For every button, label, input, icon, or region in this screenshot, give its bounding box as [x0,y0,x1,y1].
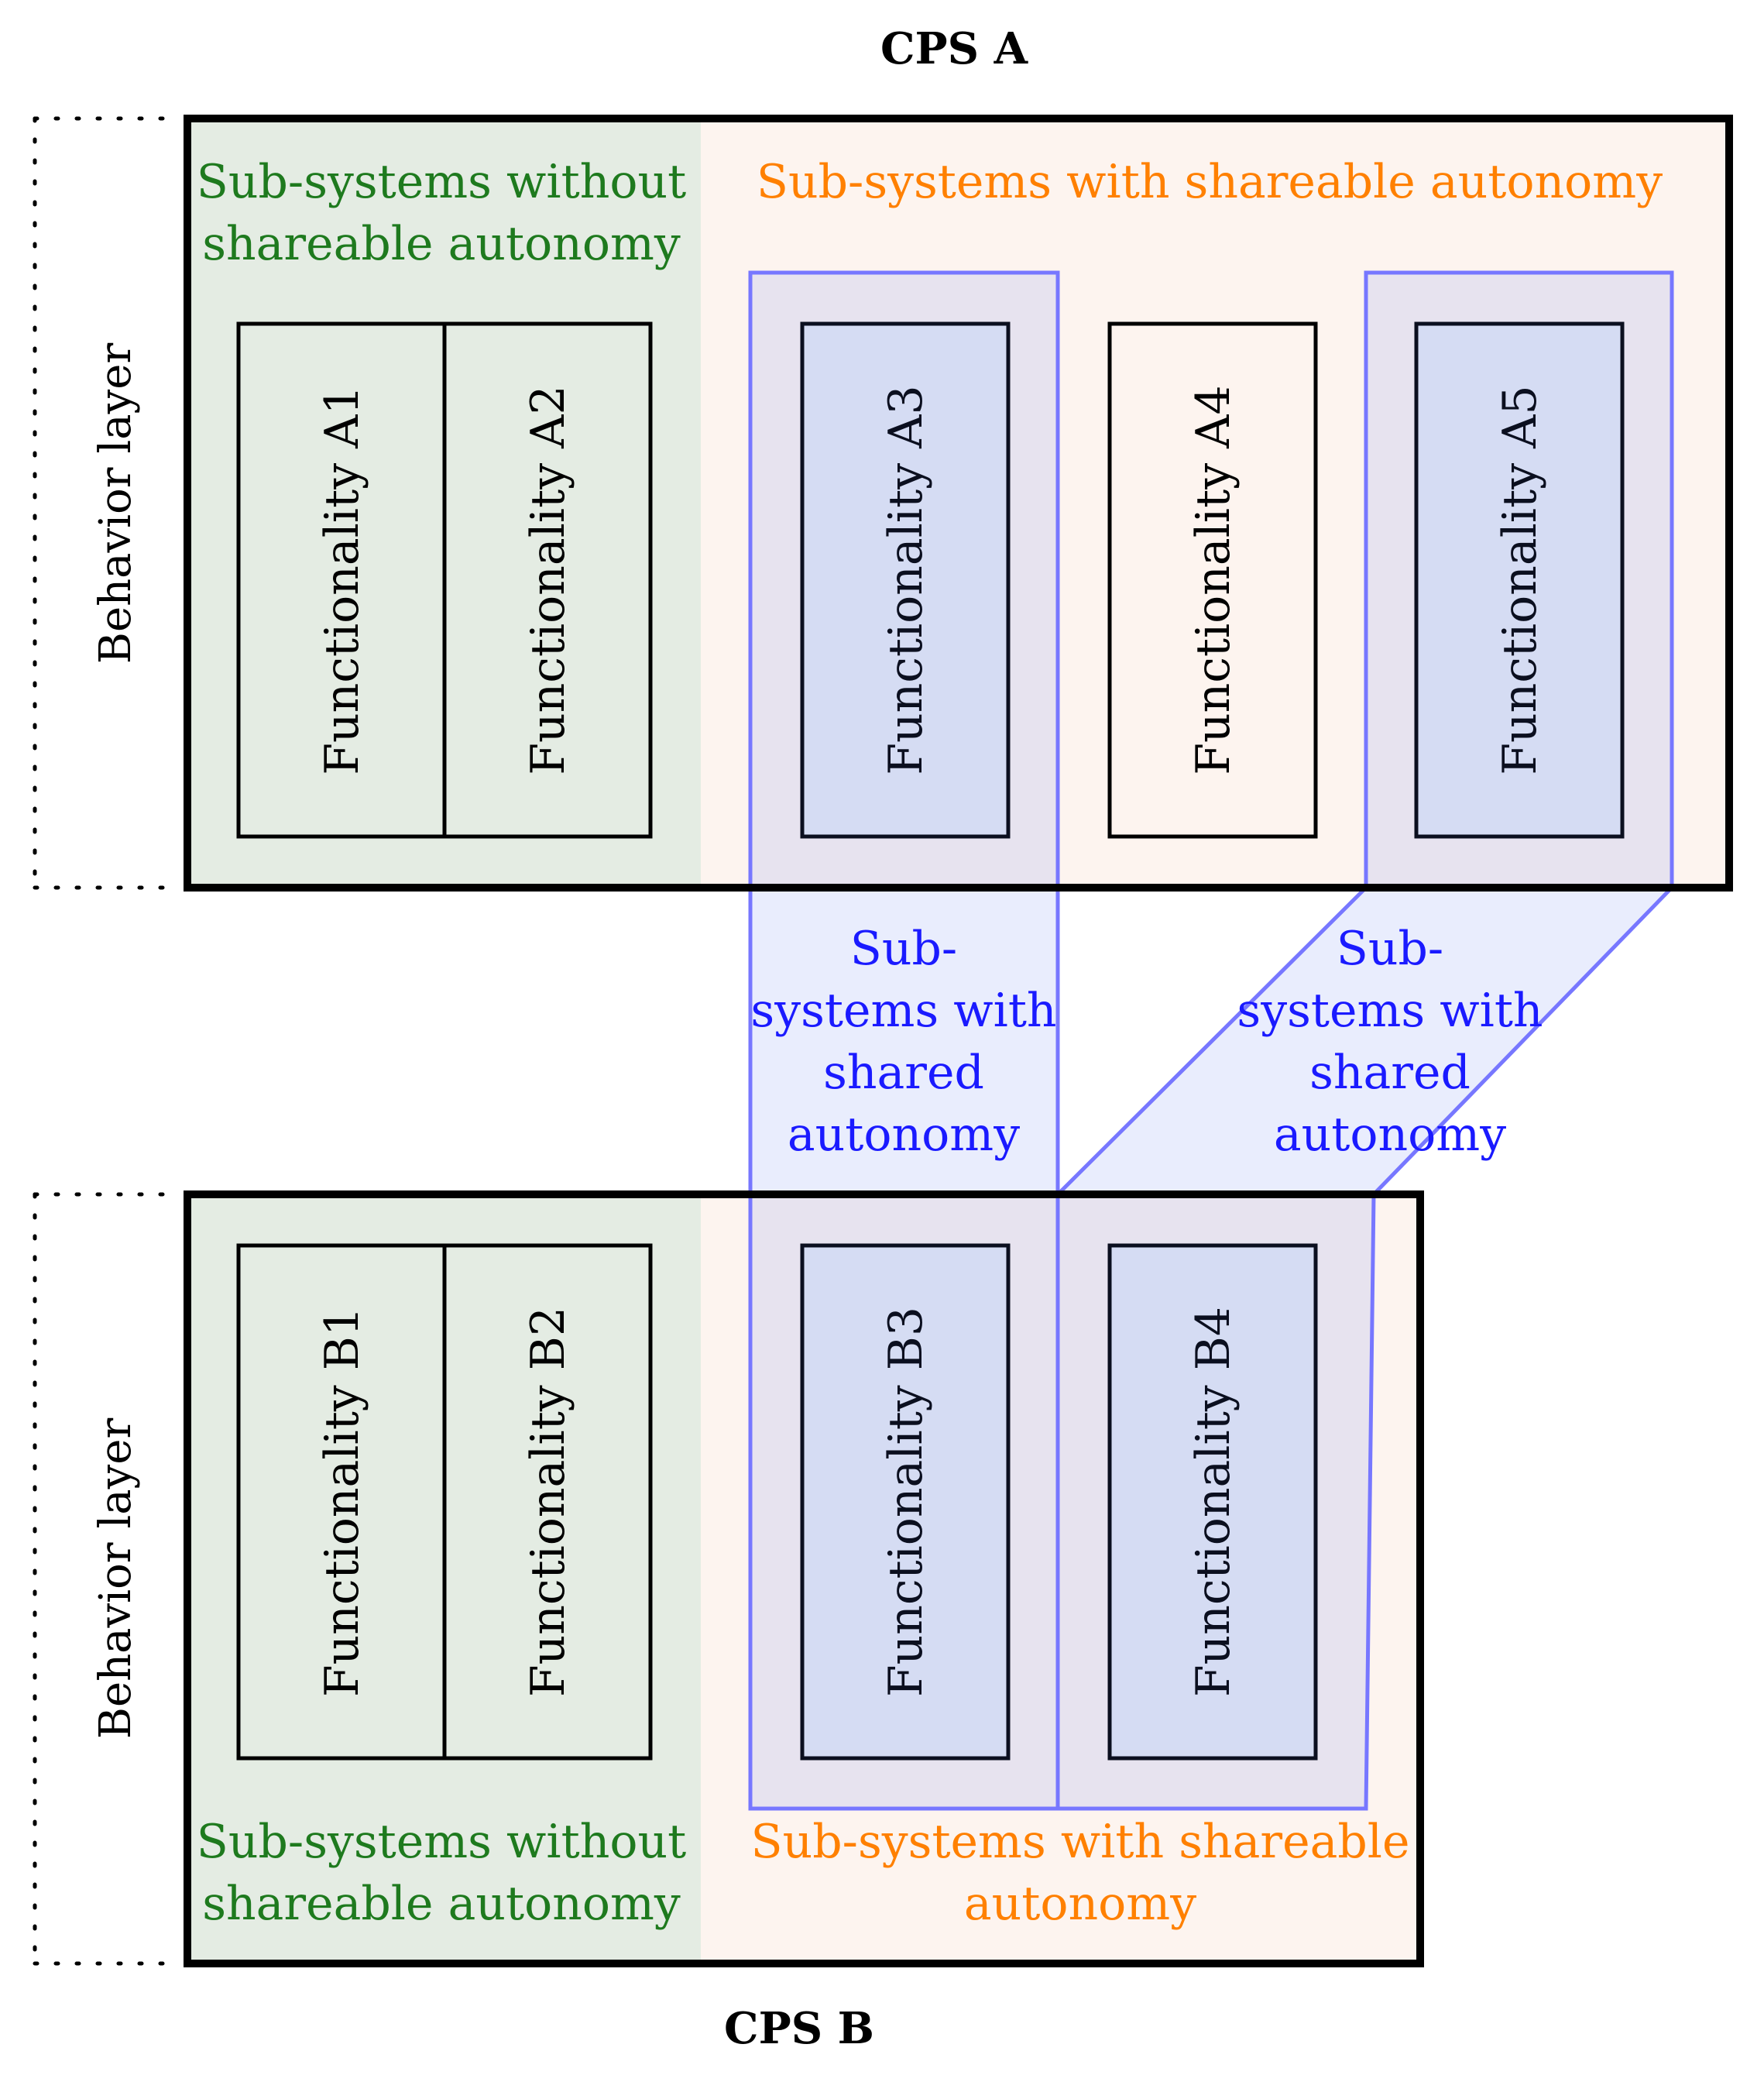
shared-autonomy-1-line-4: autonomy [788,1108,1020,1162]
functionality-a5-box: Functionality A5 [1414,321,1625,839]
cps-b-with-label-2: autonomy [964,1877,1196,1931]
functionality-a2-box: Functionality A2 [442,321,653,839]
cps-a-without-label-2: shareable autonomy [202,217,681,271]
cps-b-frame [184,1190,1424,1967]
functionality-a4-box: Functionality A4 [1107,321,1318,839]
functionality-b4-label: Functionality B4 [1186,1307,1241,1697]
shared-autonomy-2-line-3: shared [1309,1046,1471,1100]
shared-autonomy-region-1 [748,270,1060,1811]
cps-a-without-label-1: Sub-systems without [197,155,686,209]
shared-autonomy-region-2 [1055,270,1674,1811]
functionality-b2-label: Functionality B2 [521,1307,575,1697]
shared-autonomy-1-line-1: Sub- [850,922,957,976]
functionality-a1-box: Functionality A1 [236,321,447,839]
functionality-a3-box: Functionality A3 [800,321,1011,839]
shared-autonomy-2-line-2: systems with [1237,984,1543,1038]
shared-autonomy-group-1: Sub- systems with shared autonomy [748,270,1060,1811]
functionality-a2-label: Functionality A2 [521,385,575,775]
cps-a-with-label: Sub-systems with shareable autonomy [757,155,1663,209]
shared-autonomy-2-line-4: autonomy [1274,1108,1506,1162]
cps-b: Behavior layer Functionality B1 Function… [33,1192,1420,2054]
functionality-a4-label: Functionality A4 [1186,385,1241,775]
shared-autonomy-1-line-3: shared [823,1046,984,1100]
cps-a-behavior-layer-label: Behavior layer [91,343,141,665]
cps-b-with-label-1: Sub-systems with shareable [751,1815,1410,1869]
cps-b-title: CPS B [724,2003,874,2054]
cps-b-without-label-1: Sub-systems without [197,1815,686,1869]
functionality-b3-box: Functionality B3 [800,1243,1011,1761]
cps-b-without-label-2: shareable autonomy [202,1877,681,1931]
functionality-a3-label: Functionality A3 [879,385,933,775]
functionality-b3-label: Functionality B3 [879,1307,933,1697]
cps-b-behavior-layer-label: Behavior layer [91,1418,141,1740]
functionality-b1-box: Functionality B1 [236,1243,447,1761]
functionality-a1-label: Functionality A1 [315,385,369,775]
functionality-b4-box: Functionality B4 [1107,1243,1318,1761]
functionality-b2-box: Functionality B2 [442,1243,653,1761]
shared-autonomy-1-line-2: systems with [750,984,1056,1038]
functionality-b1-label: Functionality B1 [315,1307,369,1697]
cps-a-title: CPS A [880,23,1029,74]
shared-autonomy-group-2: Sub- systems with shared autonomy [1055,270,1674,1811]
cps-a: CPS A Behavior layer Sub-systems without… [33,23,1729,890]
cps-a-frame [184,115,1733,892]
functionality-a5-label: Functionality A5 [1493,385,1547,775]
shared-autonomy-2-line-1: Sub- [1337,922,1443,976]
